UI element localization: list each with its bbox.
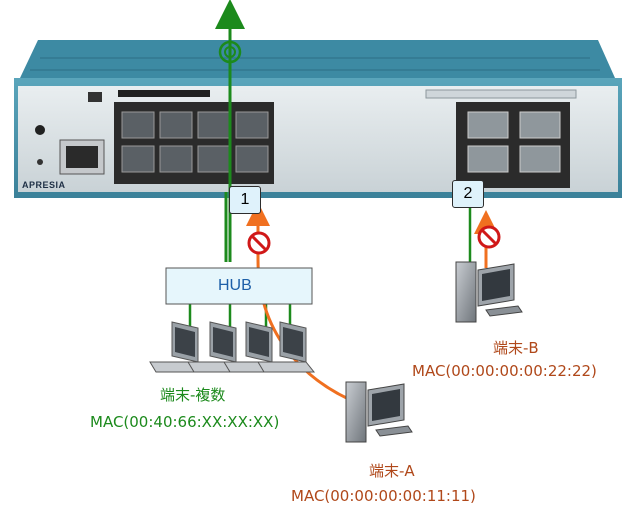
led-strip-icon xyxy=(118,90,210,97)
rj45-ports xyxy=(121,111,269,173)
sfp-ports xyxy=(467,111,561,173)
terminal-b-name: 端末-B xyxy=(493,339,539,357)
prohibited-icon-b xyxy=(477,225,501,249)
switch-top-face xyxy=(20,40,615,78)
hub-box xyxy=(165,267,313,305)
terminal-a-mac: MAC(00:00:00:00:11:11) xyxy=(291,487,476,505)
terminal-multi-name: 端末-複数 xyxy=(160,386,226,404)
switch-brand-label: APRESIA xyxy=(22,180,66,190)
hub-label: HUB xyxy=(218,277,252,294)
reset-button-icon xyxy=(37,159,43,165)
terminal-a-link-line xyxy=(256,212,361,406)
desktop-pc-icon-a xyxy=(345,381,413,443)
port-2-badge: 2 xyxy=(452,180,484,208)
console-port-opening-icon xyxy=(66,146,98,168)
sfp-led-strip-icon xyxy=(425,89,577,99)
allowed-circle-inner-icon xyxy=(224,46,236,58)
terminal-multi-mac: MAC(00:40:66:XX:XX:XX) xyxy=(90,413,280,431)
mode-button-icon xyxy=(35,125,45,135)
laptop-icons xyxy=(149,321,316,373)
port-1-badge: 1 xyxy=(229,186,261,214)
allowed-circle-icon xyxy=(218,40,242,64)
desktop-pc-icon-b xyxy=(455,261,523,323)
prohibited-icon-a xyxy=(247,231,271,255)
terminal-a-name: 端末-A xyxy=(369,462,415,480)
terminal-b-mac: MAC(00:00:00:00:22:22) xyxy=(412,362,597,380)
switch-toggle-icon xyxy=(88,92,102,102)
network-switch xyxy=(14,40,622,198)
